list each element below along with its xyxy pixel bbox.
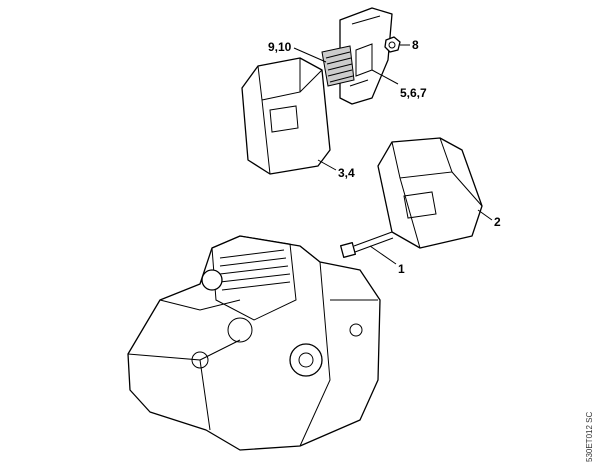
callout-1: 1 [398,262,405,276]
engine-crankcase-assembly [127,235,381,451]
drawing-code: 530ET012 SC [585,411,594,462]
spark-arrestor-screen [321,45,355,87]
callout-5-6-7: 5,6,7 [400,86,427,100]
muffler-front-half [377,137,483,249]
leader-lines [293,44,493,265]
callout-3-4: 3,4 [338,166,355,180]
muffler-rear-half [241,57,331,175]
callout-8: 8 [412,38,419,52]
callout-9-10: 9,10 [268,40,292,54]
callout-2: 2 [494,215,501,229]
mounting-bolt [340,231,394,258]
hex-nut [384,36,401,53]
